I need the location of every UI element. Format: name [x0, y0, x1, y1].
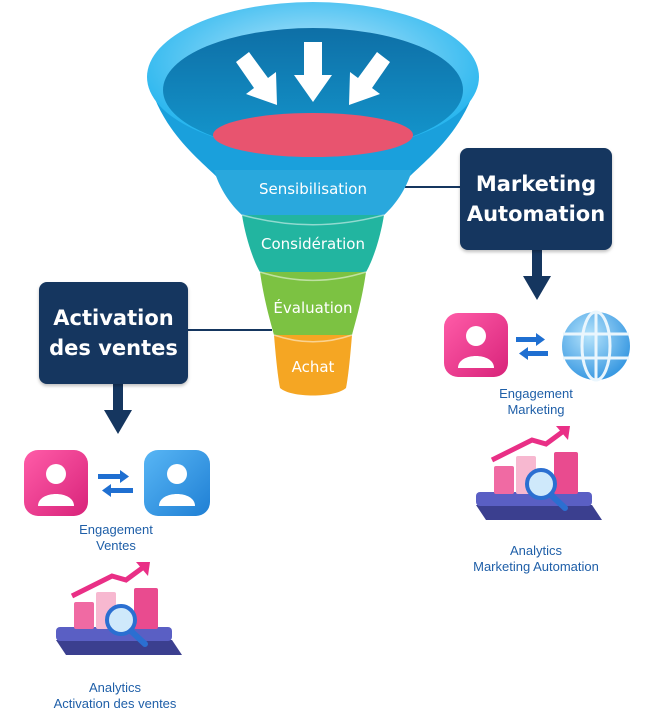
arrow-down-icon: [104, 384, 132, 434]
funnel-band-sensibilisation: [214, 170, 412, 215]
engagement-marketing-caption: Engagement Marketing: [499, 386, 573, 417]
analytics-chart-icon: [56, 562, 182, 655]
funnel: Sensibilisation Considération Évaluation…: [147, 2, 479, 396]
stage-label-consideration: Considération: [261, 235, 365, 253]
user-icon: [444, 313, 508, 377]
arrow-down-icon: [236, 52, 277, 105]
funnel-band-achat: [274, 335, 352, 396]
funnel-band-evaluation: [260, 272, 366, 335]
engagement-ventes-caption: Engagement Ventes: [79, 522, 153, 553]
marketing-automation-line1: Marketing: [475, 172, 597, 196]
sales-activation-line2: des ventes: [49, 336, 178, 360]
funnel-inner-fill: [213, 113, 413, 157]
marketing-automation-box: Marketing Automation: [460, 148, 612, 250]
analytics-activation-caption: Analytics Activation des ventes: [53, 680, 177, 711]
analytics-chart-icon: [476, 426, 602, 520]
globe-icon: [562, 310, 630, 382]
stage-label-evaluation: Évaluation: [273, 298, 352, 317]
funnel-input-arrows: [236, 42, 390, 105]
stage-label-sensibilisation: Sensibilisation: [259, 180, 367, 198]
exchange-arrows-icon: [98, 470, 133, 497]
user-icon: [144, 450, 210, 516]
user-icon: [24, 450, 88, 516]
arrow-down-icon: [349, 52, 390, 105]
arrow-down-icon: [294, 42, 332, 102]
stage-label-achat: Achat: [292, 358, 335, 376]
exchange-arrows-icon: [516, 333, 548, 360]
sales-activation-box: Activation des ventes: [39, 282, 188, 384]
marketing-automation-line2: Automation: [466, 202, 606, 226]
analytics-marketing-automation-caption: Analytics Marketing Automation: [473, 543, 599, 574]
funnel-band-consideration: [242, 215, 384, 272]
sales-activation-line1: Activation: [53, 306, 174, 330]
arrow-down-icon: [523, 250, 551, 300]
